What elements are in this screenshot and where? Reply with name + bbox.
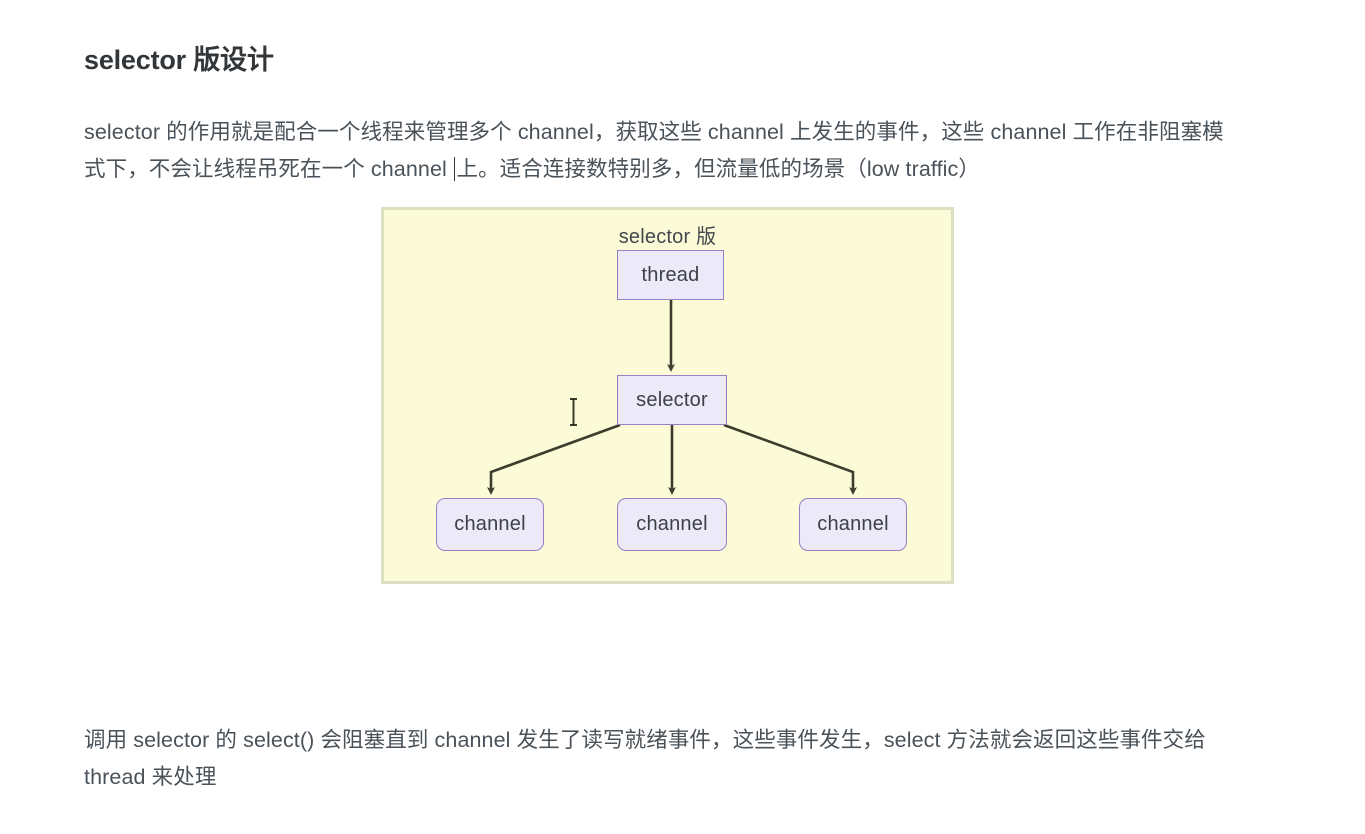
selector-architecture-diagram: selector 版 thread selector channel xyxy=(381,207,954,584)
node-channel-center-label: channel xyxy=(636,513,708,535)
diagram-caption: selector 版 xyxy=(618,226,717,248)
edge-selector-to-channel-right xyxy=(723,423,857,495)
node-thread[interactable]: thread xyxy=(617,250,724,300)
outro-paragraph[interactable]: 调用 selector 的 select() 会阻塞直到 channel 发生了… xyxy=(84,727,1206,789)
text-caret xyxy=(453,156,456,181)
node-thread-label: thread xyxy=(641,263,700,286)
node-channel-center[interactable]: channel xyxy=(617,498,727,551)
node-selector-label: selector xyxy=(636,388,708,411)
node-channel-left-label: channel xyxy=(454,513,526,535)
intro-paragraph-text-after-caret: 上。适合连接数特别多，但流量低的场景（low traffic） xyxy=(456,156,980,181)
edge-selector-to-channel-left xyxy=(487,423,621,495)
intro-paragraph[interactable]: selector 的作用就是配合一个线程来管理多个 channel，获取这些 c… xyxy=(84,114,1244,188)
intro-paragraph-text-before-caret: selector 的作用就是配合一个线程来管理多个 channel，获取这些 c… xyxy=(84,119,1224,181)
page-title: selector 版设计 xyxy=(84,45,274,76)
node-channel-left[interactable]: channel xyxy=(436,498,544,551)
mouse-cursor-icon xyxy=(570,398,577,426)
node-selector[interactable]: selector xyxy=(617,375,727,425)
node-channel-right[interactable]: channel xyxy=(799,498,907,551)
node-channel-right-label: channel xyxy=(817,513,889,535)
